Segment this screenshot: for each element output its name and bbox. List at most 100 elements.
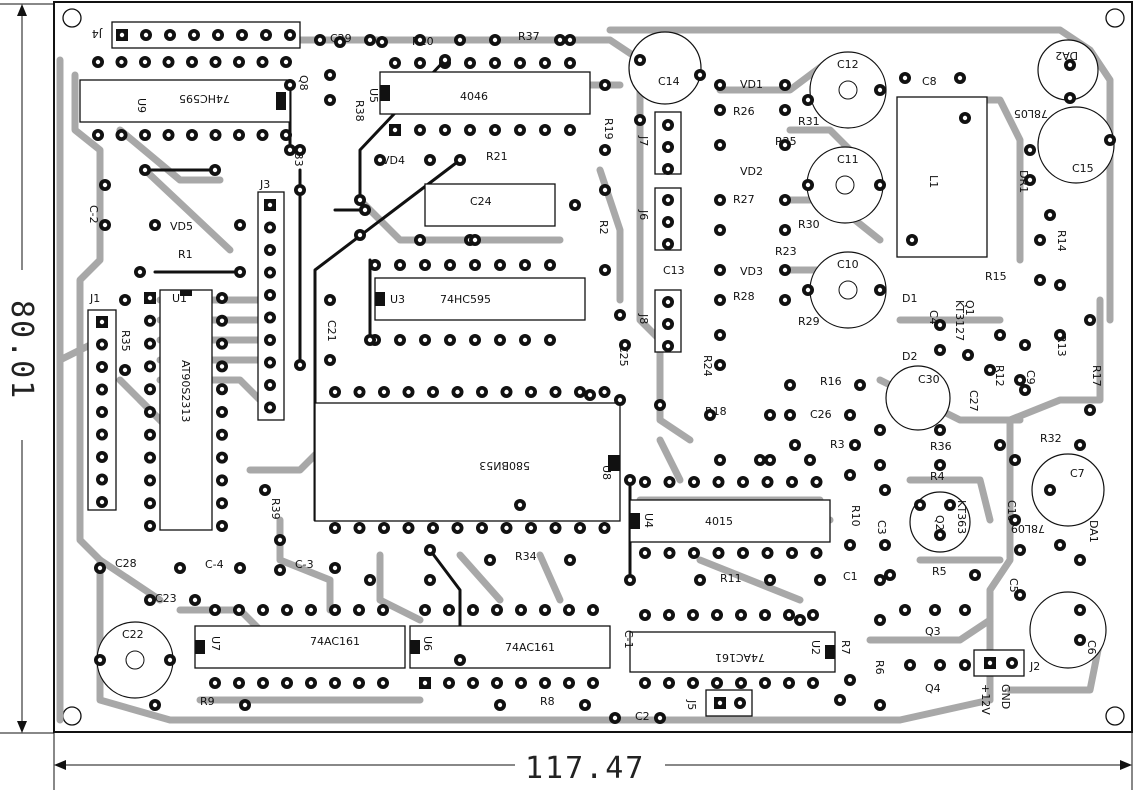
u2-ref-label: U2 <box>809 640 822 655</box>
reg2-label: 78L05 <box>1014 107 1048 120</box>
pad-hole <box>717 142 723 148</box>
pad-hole <box>717 227 723 233</box>
pad-hole <box>937 662 943 668</box>
pad-hole <box>857 382 863 388</box>
pad-hole <box>147 387 153 392</box>
pad-hole <box>547 337 553 343</box>
pad-hole <box>327 357 333 363</box>
pad-hole <box>847 472 853 478</box>
j2-pin2-label: GND <box>999 684 1012 709</box>
pad-hole <box>714 680 720 686</box>
pad-hole <box>602 389 607 395</box>
pad-hole <box>267 292 273 298</box>
pad-hole <box>792 442 798 448</box>
ic-u5 <box>379 71 591 115</box>
capacitor-label-c11: C11 <box>837 153 859 166</box>
pad-hole <box>665 122 671 128</box>
pad-hole <box>380 680 386 686</box>
q2-label: Q2 <box>933 515 946 531</box>
pad-hole <box>277 567 283 573</box>
resistor-label-r36: R36 <box>930 440 952 453</box>
pad-hole <box>99 454 105 460</box>
resistor-label-r4: R4 <box>930 470 945 483</box>
pad-hole <box>765 550 770 556</box>
pad-hole <box>372 262 378 268</box>
pad-hole <box>297 187 303 193</box>
capacitor-label-c2: C2 <box>635 710 650 723</box>
pad-hole <box>522 262 528 268</box>
pad-hole <box>717 297 723 303</box>
ic-u8 <box>314 402 621 522</box>
pad-hole <box>99 409 105 415</box>
pad-hole <box>762 680 768 686</box>
pad-hole <box>147 364 153 369</box>
pad-hole <box>1012 517 1018 523</box>
pad-hole <box>547 262 553 268</box>
pad-hole <box>566 607 572 613</box>
pad-hole <box>147 597 153 603</box>
resistor-label-r27: R27 <box>733 193 755 206</box>
pad-hole <box>142 132 148 138</box>
pad-hole <box>380 607 386 613</box>
pad-hole <box>472 237 478 243</box>
electrolytic-caps <box>96 31 1115 699</box>
resistor-label-r6: R6 <box>873 660 886 675</box>
capacitor-label-c22: C22 <box>122 628 144 641</box>
pad-hole <box>957 75 963 81</box>
pad-hole <box>236 59 242 65</box>
pad-hole <box>1037 277 1043 283</box>
pad-hole <box>427 547 433 553</box>
pad-hole <box>566 680 572 686</box>
pad-hole <box>427 577 433 583</box>
pad-hole <box>297 147 303 153</box>
pad-hole <box>267 360 273 365</box>
pad-hole <box>665 219 671 225</box>
pad-hole <box>308 680 314 686</box>
pad-hole <box>782 267 788 273</box>
pad-hole <box>99 432 105 437</box>
j3-label: J3 <box>259 178 270 191</box>
capacitor-label-c26: C26 <box>810 408 832 421</box>
pad-hole <box>457 157 463 163</box>
q1-label: Q1 <box>963 300 976 316</box>
pad-hole <box>665 166 671 172</box>
pad-hole <box>99 319 105 325</box>
pad-hole <box>572 202 578 208</box>
pad-hole <box>422 337 428 343</box>
pad-hole <box>242 702 248 708</box>
ic-u9 <box>79 79 291 123</box>
pad-hole <box>442 57 448 63</box>
pad-hole <box>517 502 523 508</box>
pad-hole <box>397 337 403 343</box>
pad-hole <box>263 32 269 38</box>
pad-hole <box>1077 557 1083 563</box>
pad-hole <box>219 387 225 392</box>
mounting-holes <box>62 8 1125 726</box>
capacitor-label-c23: C23 <box>155 592 177 605</box>
pad-hole <box>95 59 101 65</box>
pad-hole <box>691 479 697 485</box>
pad-hole <box>627 477 633 483</box>
pad-hole <box>782 142 788 148</box>
resistor-label-r34: R34 <box>515 550 537 563</box>
pad-hole <box>972 572 978 578</box>
pad-hole <box>446 607 452 613</box>
pad-hole <box>467 127 473 133</box>
resistor-label-r23: R23 <box>775 245 797 258</box>
pad-hole <box>667 550 672 556</box>
capacitor-label-c1: C1 <box>843 570 858 583</box>
pad-hole <box>1087 407 1093 413</box>
pad-hole <box>430 389 436 395</box>
kt1-label: KT3127 <box>953 300 966 341</box>
pad-hole <box>417 60 423 66</box>
width-dimension: 117.47 <box>525 751 645 786</box>
pad-hole <box>267 225 273 230</box>
pad-hole <box>962 115 968 121</box>
pad-hole <box>740 479 746 485</box>
pad-hole <box>142 59 148 65</box>
pad-hole <box>617 312 623 318</box>
pad-hole <box>787 382 793 388</box>
pad-hole <box>397 262 403 268</box>
pad-hole <box>877 287 883 293</box>
pad-hole <box>177 565 183 571</box>
